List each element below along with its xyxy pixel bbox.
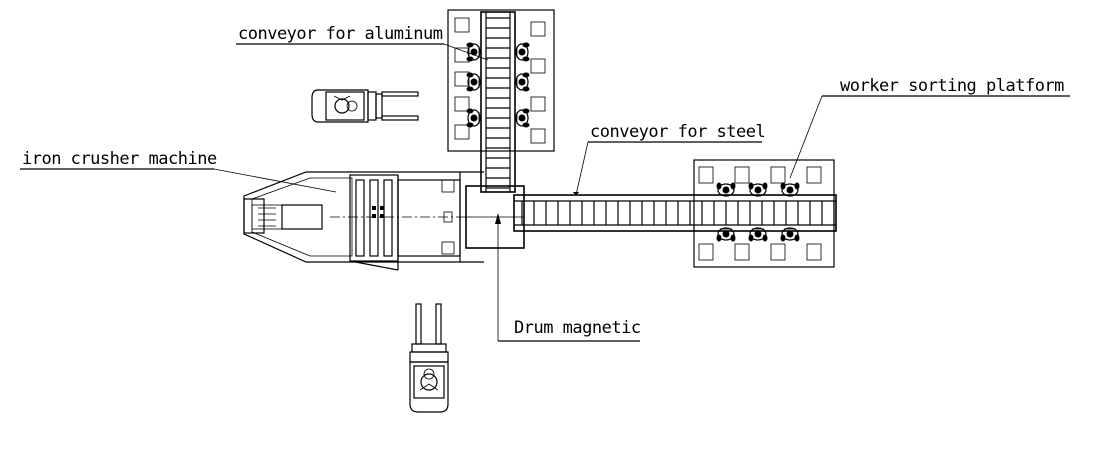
label-conveyor-aluminum: conveyor for aluminum — [238, 24, 443, 44]
steel-workers — [716, 182, 800, 242]
worker-icon — [515, 108, 530, 128]
forklift-icon — [311, 89, 419, 123]
worker-icon — [748, 182, 768, 197]
leader-line — [575, 141, 589, 196]
leader-line — [789, 95, 823, 179]
labels: conveyor for aluminum iron crusher machi… — [20, 24, 1070, 342]
worker-icon — [716, 227, 736, 242]
worker-icon — [466, 72, 481, 92]
worker-icon — [780, 182, 800, 197]
label-drum-magnetic: Drum magnetic — [514, 318, 641, 338]
aluminum-workers — [466, 42, 530, 128]
worker-sorting-platform — [693, 159, 835, 268]
worker-icon — [716, 182, 736, 197]
worker-icon — [780, 227, 800, 242]
arrow-head — [495, 213, 501, 224]
worker-icon — [515, 72, 530, 92]
label-worker-platform: worker sorting platform — [840, 76, 1064, 96]
iron-crusher-machine — [243, 171, 484, 271]
worker-icon — [515, 42, 530, 62]
aluminum-sorting-platform — [447, 9, 555, 152]
label-conveyor-steel: conveyor for steel — [590, 122, 765, 142]
label-iron-crusher: iron crusher machine — [22, 149, 217, 169]
leader-line — [213, 168, 337, 193]
worker-icon — [748, 227, 768, 242]
worker-icon — [466, 108, 481, 128]
forklift-icon — [409, 303, 449, 413]
conveyor-steel — [513, 192, 837, 232]
worker-icon — [466, 42, 481, 62]
conveyor-aluminum — [480, 11, 516, 193]
